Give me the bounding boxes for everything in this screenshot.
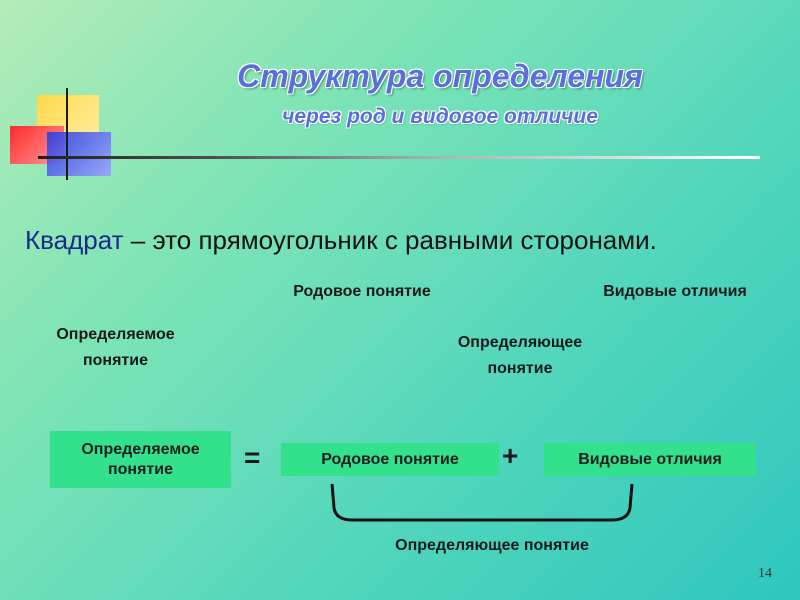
definition-term: Квадрат [25,225,124,255]
slide-title: Структура определения [237,58,643,94]
box-definiendum: Определяемое понятие [50,431,231,488]
logo-vertical-line [66,88,68,180]
slide-subtitle: через род и видовое отличие [282,105,598,128]
box-differentia: Видовые отличия [544,443,756,476]
equals-sign: = [244,442,261,473]
definition-rest: – это прямоугольник с равными сторонами. [123,225,657,255]
plus-sign: + [502,440,519,471]
label-differentia: Видовые отличия [603,283,747,300]
label-definiendum: Определяемое понятие [56,326,175,369]
curly-bracket [330,483,634,522]
title-underline [38,156,760,159]
logo-blue-square [47,132,111,176]
label-definiens: Определяющее понятие [457,334,583,377]
page-number: 14 [758,566,772,581]
box-genus: Родовое понятие [281,443,499,476]
bracket-caption: Определяющее понятие [395,537,589,554]
label-genus: Родовое понятие [293,283,431,300]
definition-sentence: Квадрат – это прямоугольник с равными ст… [25,225,795,256]
